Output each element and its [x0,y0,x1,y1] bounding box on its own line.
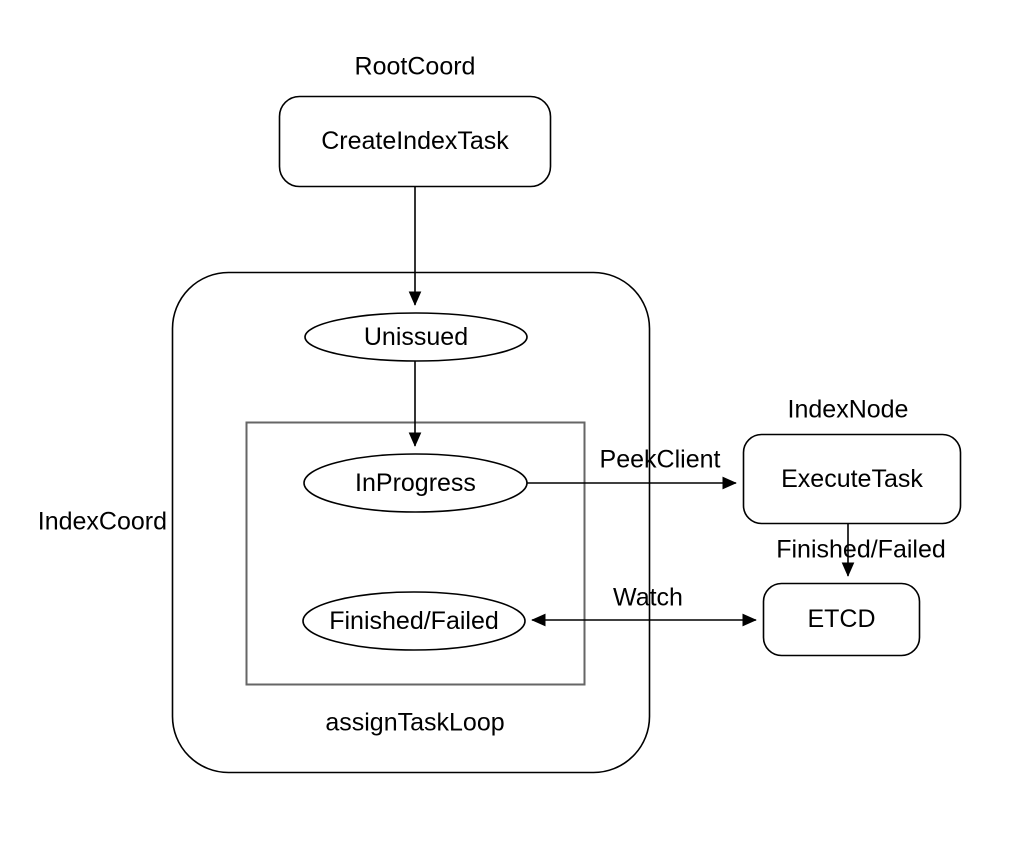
in-progress-label[interactable]: InProgress [355,468,476,497]
etcd-node[interactable] [762,582,921,657]
create-index-task-label[interactable]: CreateIndexTask [321,126,509,155]
finished-failed-node[interactable] [302,591,526,651]
index-coord-container [171,271,651,774]
etcd-label[interactable]: ETCD [807,605,876,633]
finished-failed-label[interactable]: Finished/Failed [329,606,499,635]
execute-task-node[interactable] [742,433,962,525]
execute-task-label[interactable]: ExecuteTask [781,464,923,493]
unissued-node[interactable] [304,312,528,362]
unissued-label[interactable]: Unissued [363,322,469,351]
